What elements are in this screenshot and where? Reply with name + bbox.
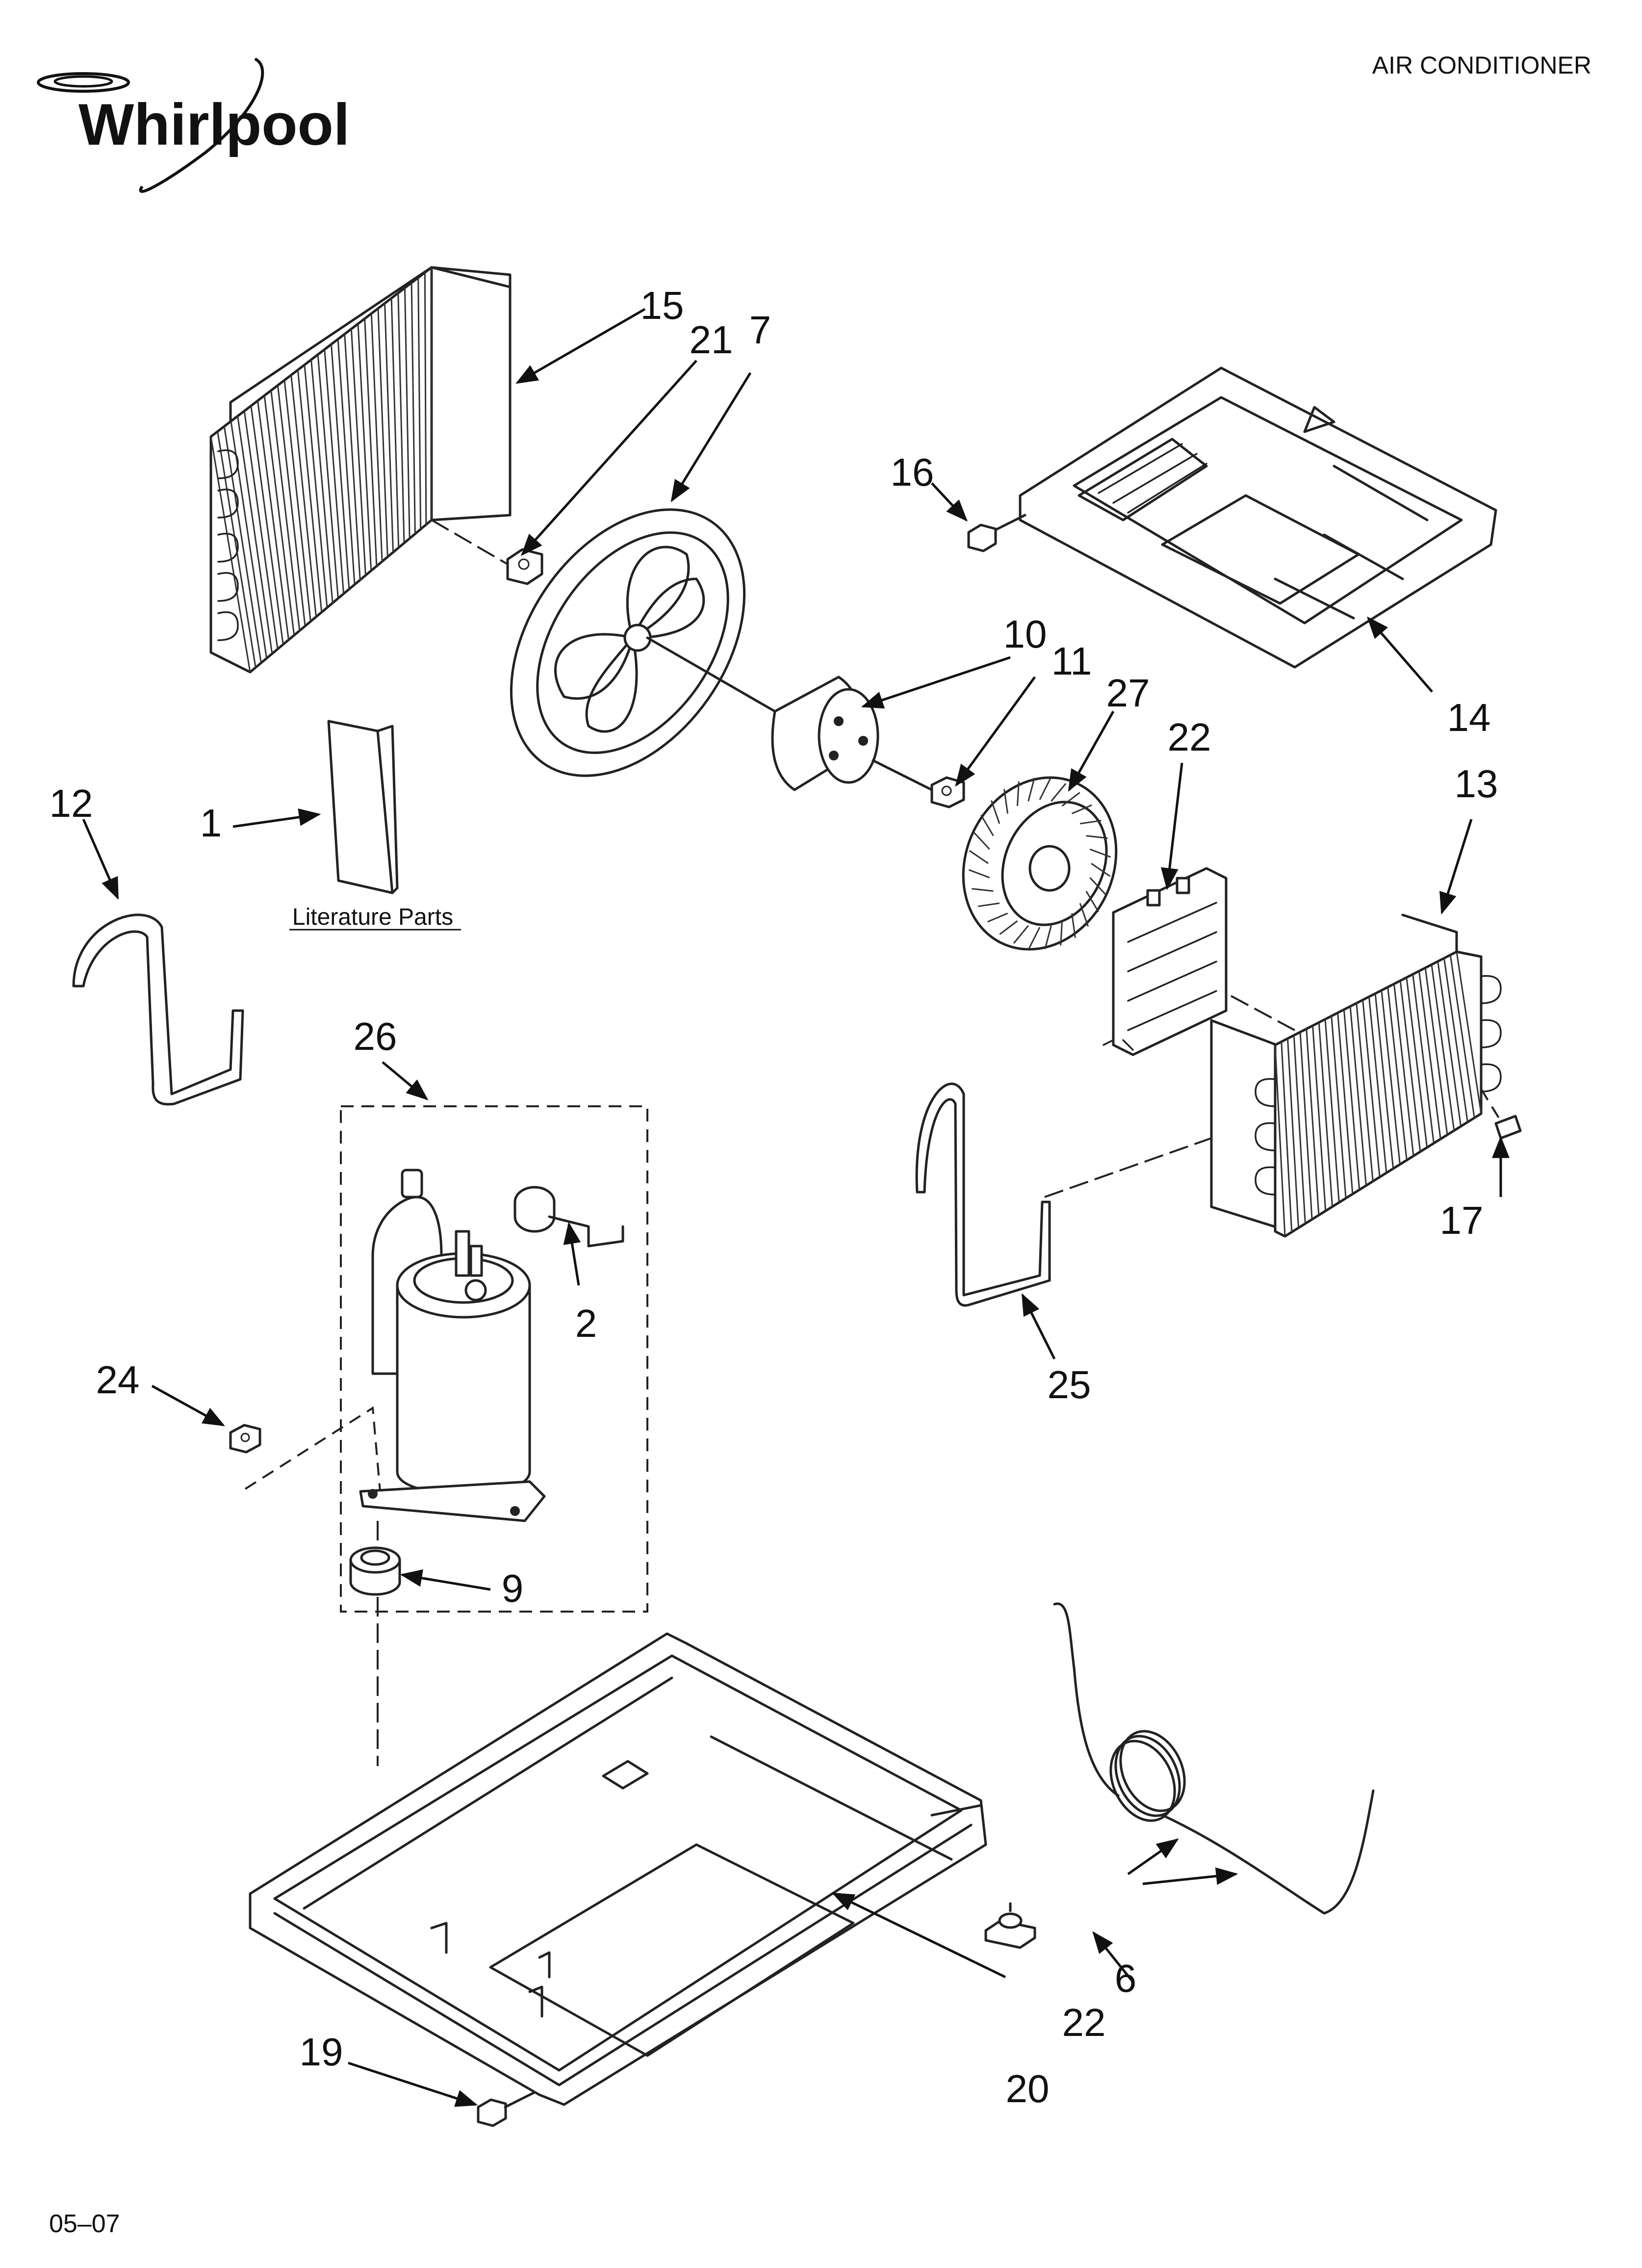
callout-6: 6	[1115, 1956, 1137, 2000]
part-25-tube	[915, 1082, 1051, 1307]
literature-caption: Literature Parts	[292, 904, 453, 930]
part-16-clip	[1494, 1115, 1522, 1140]
part-7-fan	[510, 508, 746, 777]
callout-1: 1	[200, 801, 222, 845]
part-15-screw	[967, 514, 1026, 552]
callout-21: 15	[641, 284, 684, 327]
callout-13: 13	[1455, 762, 1498, 806]
part-17-screw	[477, 2091, 536, 2127]
callout-9: 9	[502, 1566, 524, 1610]
part-22-limit-switch	[984, 1902, 1036, 1949]
part-26-compressor	[359, 1169, 546, 1522]
product-title: AIR CONDITIONER	[1372, 52, 1591, 79]
part-10-fan-motor	[646, 636, 933, 791]
callout-11: 11	[1051, 639, 1092, 683]
part-20-heater	[1103, 867, 1228, 1056]
part-24-nut	[229, 1424, 261, 1454]
callout-12: 12	[50, 782, 93, 825]
callout-27: 27	[1106, 671, 1150, 715]
callout-2: 2	[575, 1302, 597, 1345]
leader-lines	[82, 308, 1510, 2107]
callout-17: 19	[300, 2030, 343, 2074]
part-9-grommet	[349, 1546, 401, 1596]
callout-25: 25	[1048, 1363, 1091, 1407]
callout-16: 17	[1440, 1199, 1484, 1242]
part-21-condenser-coil	[209, 266, 512, 674]
callout-14: 14	[1447, 696, 1491, 739]
part-1-literature	[327, 720, 399, 894]
part-2-overload	[513, 1186, 624, 1248]
brand-logo: Whirlpool	[37, 57, 350, 193]
callout-20: 22	[1168, 715, 1211, 759]
part-14-top-panel	[1019, 366, 1497, 669]
part-6-thermostat-bulb	[1053, 1602, 1375, 1915]
callout-19: 21	[690, 318, 733, 362]
part-13-evaporator-coil	[1210, 913, 1502, 1238]
callout-7: 7	[749, 308, 771, 352]
callout-26: 26	[354, 1015, 397, 1058]
brand-wordmark: Whirlpool	[78, 92, 350, 157]
callout-labels: 15 21 7 16 10 11 27 22 13 14 1 12 26 2 2…	[50, 284, 1498, 2111]
callout-24: 24	[96, 1358, 140, 1402]
part-27-blower-wheel	[962, 776, 1118, 951]
callout-10: 10	[1003, 612, 1047, 656]
callout-15: 16	[891, 450, 934, 494]
callout-22: 22	[1062, 2001, 1106, 2044]
callout-18: 20	[1006, 2067, 1050, 2111]
part-26-compressor-assembly-box	[340, 1105, 648, 1613]
part-19-nut	[506, 548, 543, 585]
footer-code: 05–07	[49, 2210, 120, 2238]
part-18-base-pan	[249, 1632, 987, 2106]
part-12-tube	[72, 913, 244, 1106]
